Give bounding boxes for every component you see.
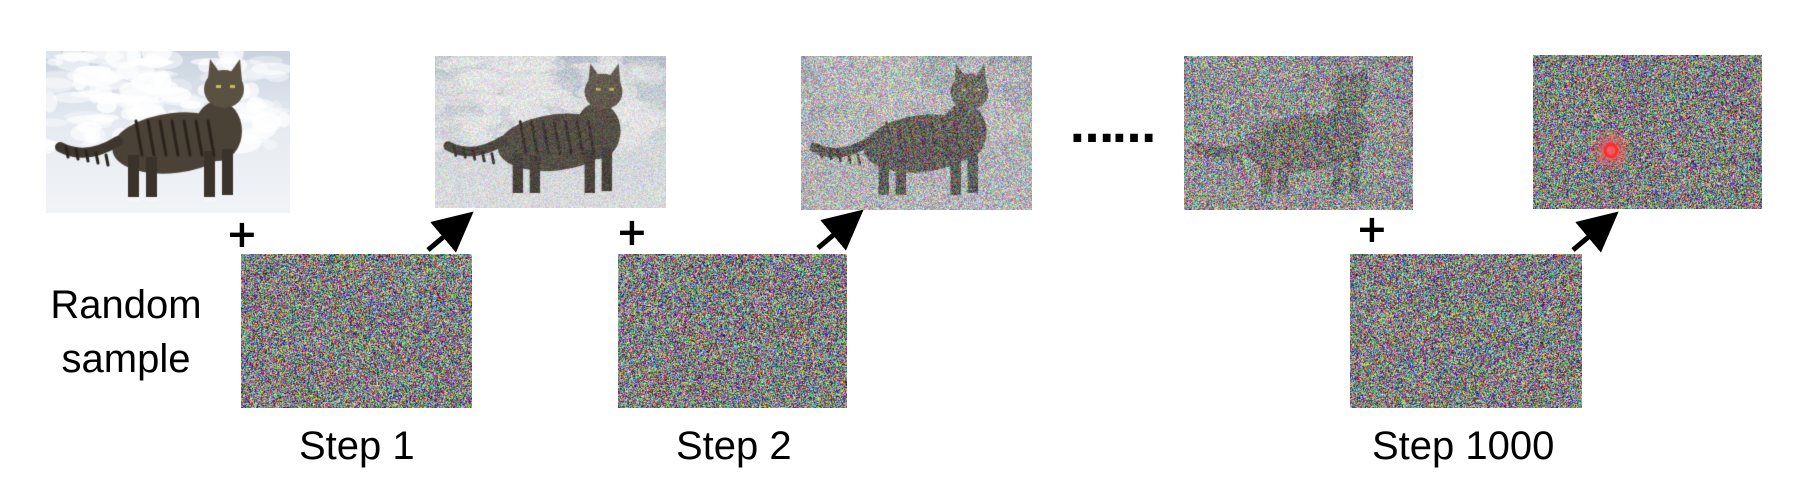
step-label-1000: Step 1000 [1372, 424, 1555, 468]
arrow-step1 [426, 211, 474, 253]
arrow-step2 [816, 209, 864, 251]
noise-sample-step1000 [1350, 254, 1582, 408]
final-noise-image [1533, 55, 1762, 209]
plus-sign-step2: + [616, 210, 648, 254]
arrow-step1000 [1571, 211, 1619, 253]
noise-sample-step2 [618, 254, 847, 408]
ellipsis: …… [1070, 102, 1156, 153]
random-sample-label: Random sample [36, 278, 216, 386]
step2-result-image [801, 56, 1032, 210]
step-label-1: Step 1 [299, 424, 415, 468]
plus-sign-step1: + [226, 212, 258, 256]
clean-cat-image [46, 51, 290, 213]
step1-result-image [435, 56, 666, 208]
random-label-line2: sample [61, 337, 191, 381]
step999-result-image [1184, 56, 1413, 210]
random-label-line1: Random [50, 283, 202, 327]
step-label-2: Step 2 [676, 424, 792, 468]
plus-sign-step1000: + [1356, 207, 1388, 251]
noise-sample-step1 [241, 254, 472, 408]
